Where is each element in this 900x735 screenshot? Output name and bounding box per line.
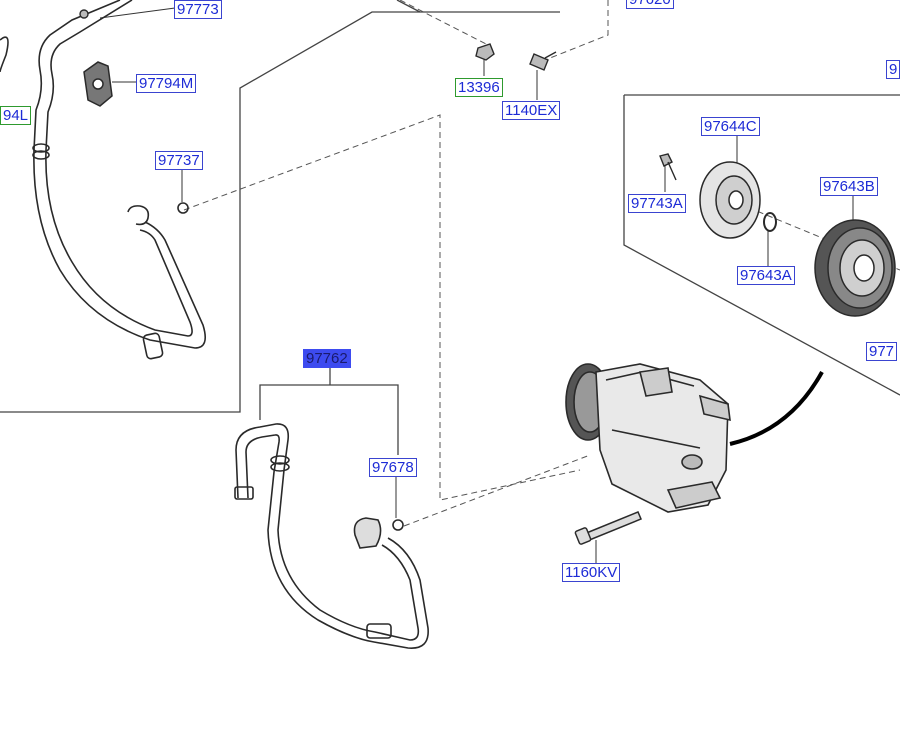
group-frames bbox=[0, 0, 900, 455]
part-label-977-right[interactable]: 977 bbox=[866, 342, 898, 361]
bolt-group-frame bbox=[396, 0, 421, 13]
clutch-hub bbox=[699, 161, 761, 239]
bolt-1160kv bbox=[574, 511, 642, 545]
dash-leader-main bbox=[183, 114, 581, 501]
fasteners-top bbox=[79, 9, 557, 71]
part-label-1140ex[interactable]: 1140EX bbox=[502, 101, 561, 120]
part-label-97643a[interactable]: 97643A bbox=[737, 266, 795, 285]
bolt-97743a bbox=[659, 153, 677, 181]
dash-leader-oring bbox=[403, 454, 591, 527]
compressor-wire bbox=[729, 371, 824, 446]
part-label-97743a[interactable]: 97743A bbox=[628, 194, 686, 213]
dash-leaders bbox=[183, 0, 900, 527]
left-hose-group-frame bbox=[0, 11, 560, 413]
part-label-1160kv[interactable]: 1160KV bbox=[562, 563, 621, 582]
shim-ring bbox=[763, 212, 777, 232]
suction-hose bbox=[234, 423, 429, 649]
dash-leader-bolts bbox=[399, 0, 489, 46]
dash-leader-bolts-2 bbox=[544, 0, 609, 61]
part-label-97737[interactable]: 97737 bbox=[155, 151, 203, 170]
part-label-94l[interactable]: 94L bbox=[0, 106, 32, 125]
leader-97773 bbox=[99, 7, 176, 19]
part-label-97794m[interactable]: 97794M bbox=[136, 74, 197, 93]
part-label-97643b[interactable]: 97643B bbox=[820, 177, 878, 196]
part-label-97678[interactable]: 97678 bbox=[369, 458, 417, 477]
clamp-97794m bbox=[83, 61, 113, 107]
compressor-body bbox=[565, 363, 731, 513]
part-label-97620-top[interactable]: 97620 bbox=[626, 0, 674, 9]
suction-hose-bracket bbox=[259, 384, 399, 455]
part-label-9-right[interactable]: 9 bbox=[886, 60, 900, 79]
part-label-97644c[interactable]: 97644C bbox=[701, 117, 760, 136]
clutch-group-frame bbox=[623, 95, 900, 396]
part-label-97773[interactable]: 97773 bbox=[174, 0, 222, 19]
part-label-97762[interactable]: 97762 bbox=[303, 349, 351, 368]
discharge-hose bbox=[0, 0, 206, 360]
pulley bbox=[814, 219, 896, 317]
part-label-13396[interactable]: 13396 bbox=[455, 78, 503, 97]
